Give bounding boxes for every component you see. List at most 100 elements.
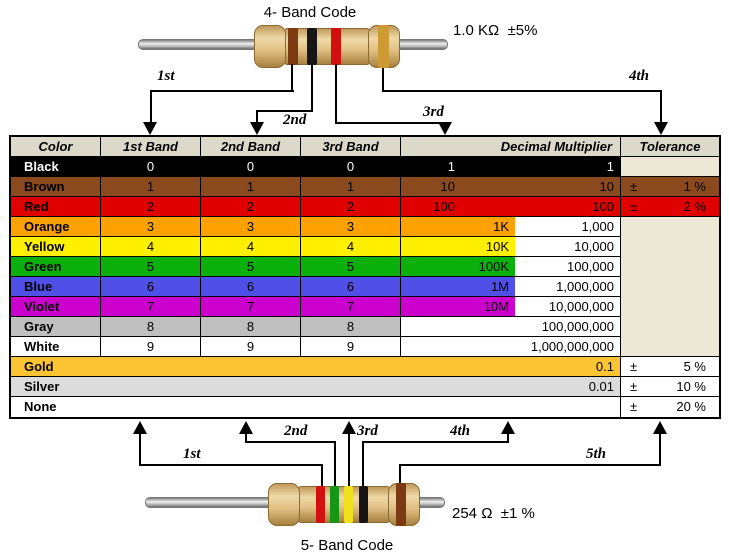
- arrow-line: [245, 441, 336, 443]
- arrow-head-down: [654, 122, 668, 135]
- multiplier-short: 10M: [401, 297, 515, 316]
- band-digit: 9: [301, 337, 401, 357]
- arrow-label-1st: 1st: [183, 446, 201, 462]
- black-band: [359, 486, 368, 523]
- header-1st-band: 1st Band: [101, 137, 201, 157]
- tolerance-cell: ±2 %: [621, 197, 719, 217]
- band-digit: 1: [301, 177, 401, 197]
- multiplier-short: 100K: [401, 257, 515, 276]
- gold-band: [378, 25, 389, 68]
- band-digit: 0: [101, 157, 201, 177]
- color-name: Yellow: [11, 237, 101, 257]
- arrow-line: [348, 433, 350, 486]
- multiplier-long: 1,000,000,000: [530, 339, 614, 354]
- band-digit: 1: [101, 177, 201, 197]
- band-digit: 7: [101, 297, 201, 317]
- multiplier-long: 1,000,000: [556, 279, 614, 294]
- arrow-line: [335, 122, 447, 124]
- tolerance-value: 5 %: [683, 359, 706, 374]
- tolerance-cell: [621, 157, 719, 177]
- band-digit: 6: [301, 277, 401, 297]
- arrow-line: [362, 441, 364, 486]
- color-name: Black: [11, 157, 101, 177]
- arrow-head-up: [653, 421, 667, 434]
- tolerance-cell: [621, 317, 719, 337]
- band-digit: 5: [301, 257, 401, 277]
- multiplier-short: 1K: [401, 217, 515, 236]
- four-band-title: 4- Band Code: [263, 4, 357, 21]
- arrow-label-2nd: 2nd: [284, 423, 308, 439]
- band-digit: 4: [201, 237, 301, 257]
- header-decimal-multiplier: Decimal Multiplier: [401, 137, 621, 157]
- arrow-line: [335, 64, 337, 124]
- arrow-line: [245, 433, 247, 443]
- band-digit: 7: [301, 297, 401, 317]
- header-color: Color: [11, 137, 101, 157]
- color-name: Silver: [24, 379, 60, 394]
- tolerance-cell: [621, 277, 719, 297]
- multiplier-long: 10,000: [574, 239, 614, 254]
- header-2nd-band: 2nd Band: [201, 137, 301, 157]
- resistor-cap: [268, 483, 300, 526]
- arrow-line: [150, 90, 152, 123]
- color-name: Orange: [11, 217, 101, 237]
- band-digit: 2: [201, 197, 301, 217]
- tolerance-sign: ±: [630, 379, 638, 394]
- band-digit: 3: [201, 217, 301, 237]
- arrow-line: [256, 110, 313, 112]
- tolerance-cell: [621, 237, 719, 257]
- arrow-line: [382, 68, 384, 92]
- tolerance-value: 1 %: [683, 179, 706, 194]
- band-digit: 9: [201, 337, 301, 357]
- color-name: Red: [11, 197, 101, 217]
- tolerance-cell: [621, 337, 719, 357]
- band-digit: 0: [201, 157, 301, 177]
- arrow-line: [311, 64, 313, 112]
- brown-band: [288, 28, 298, 65]
- tolerance-cell: [621, 217, 719, 237]
- tolerance-sign: ±: [630, 199, 638, 214]
- band-digit: 6: [201, 277, 301, 297]
- band-digit: 1: [201, 177, 301, 197]
- green-band: [330, 486, 339, 523]
- arrow-line: [362, 441, 509, 443]
- arrow-head-up: [501, 421, 515, 434]
- arrow-line: [660, 90, 662, 123]
- color-name: None: [24, 399, 57, 414]
- arrow-head-up: [342, 421, 356, 434]
- brown-band: [396, 483, 406, 526]
- yellow-band: [344, 486, 353, 523]
- tolerance-sign: ±: [630, 359, 638, 374]
- red-band: [316, 486, 325, 523]
- multiplier-short: 100: [433, 199, 455, 214]
- five-band-value: 254 Ω ±1 %: [452, 505, 535, 522]
- band-digit: 5: [201, 257, 301, 277]
- multiplier-long: 100,000,000: [541, 319, 614, 334]
- color-name: White: [11, 337, 101, 357]
- arrow-line: [507, 433, 509, 443]
- color-span-cell: None: [11, 397, 621, 417]
- multiplier-long: 1,000: [581, 219, 614, 234]
- multiplier-short: 10: [440, 179, 455, 194]
- tolerance-value: 20 %: [676, 399, 706, 414]
- tolerance-cell: ±10 %: [621, 377, 719, 397]
- row-none: None±20 %: [11, 397, 719, 417]
- arrow-line: [139, 433, 141, 465]
- band-digit: 9: [101, 337, 201, 357]
- arrow-label-4th: 4th: [450, 423, 471, 439]
- multiplier-short: 1M: [401, 277, 515, 296]
